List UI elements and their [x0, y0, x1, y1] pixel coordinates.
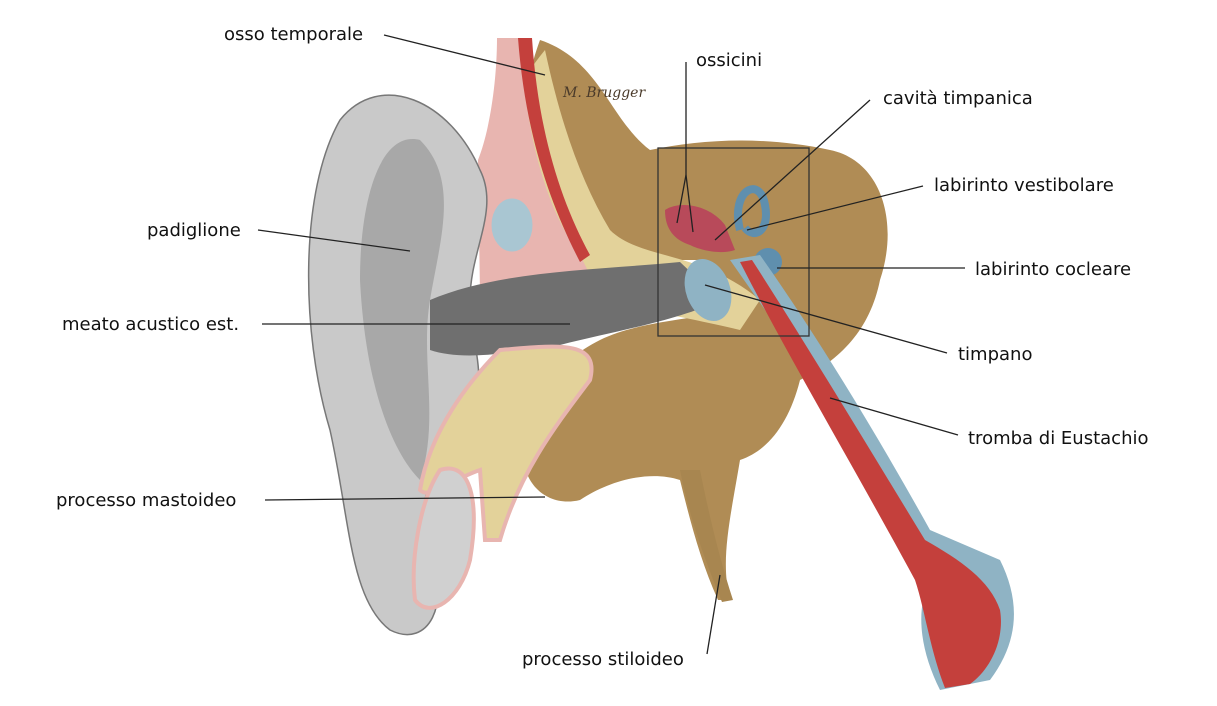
cartilage-section — [488, 195, 536, 255]
lower-pinna — [411, 466, 476, 610]
leader-mastoideo — [264, 496, 546, 501]
external-canal — [430, 262, 720, 356]
leader-ossicini-b — [685, 174, 694, 233]
label-padiglione: padiglione — [147, 220, 241, 241]
leader-osso-temporale — [383, 34, 546, 76]
blood-vessel — [518, 38, 590, 262]
label-labirinto-vestibolare: labirinto vestibolare — [934, 175, 1114, 196]
lower-cartilage — [417, 344, 594, 542]
leader-stiloideo — [706, 574, 721, 655]
label-cavita-timpanica: cavità timpanica — [883, 88, 1033, 109]
vestibular-labyrinth — [734, 185, 770, 237]
label-ossicini: ossicini — [696, 50, 762, 71]
signature: M. Brugger — [562, 85, 646, 101]
auricle-fold — [360, 139, 444, 480]
label-timpano: timpano — [958, 344, 1032, 365]
eustachian-tube-lumen — [740, 260, 1001, 688]
label-processo-stiloideo: processo stiloideo — [522, 649, 684, 670]
tympanic-cavity — [665, 205, 735, 253]
label-labirinto-cocleare: labirinto cocleare — [975, 259, 1131, 280]
tympanic-membrane — [684, 259, 732, 321]
leader-tromba — [829, 397, 959, 436]
label-processo-mastoideo: processo mastoideo — [56, 490, 236, 511]
label-meato: meato acustico est. — [62, 314, 239, 335]
leader-vestibolare — [746, 185, 924, 231]
leader-padiglione — [257, 229, 411, 252]
leader-timpano — [704, 284, 948, 354]
leader-cavita — [714, 99, 871, 241]
leader-ossicini-a — [676, 174, 687, 224]
label-tromba-eustachio: tromba di Eustachio — [968, 428, 1149, 449]
middle-ear-frame — [657, 147, 810, 337]
label-osso-temporale: osso temporale — [224, 24, 363, 45]
styloid-process — [680, 470, 733, 602]
